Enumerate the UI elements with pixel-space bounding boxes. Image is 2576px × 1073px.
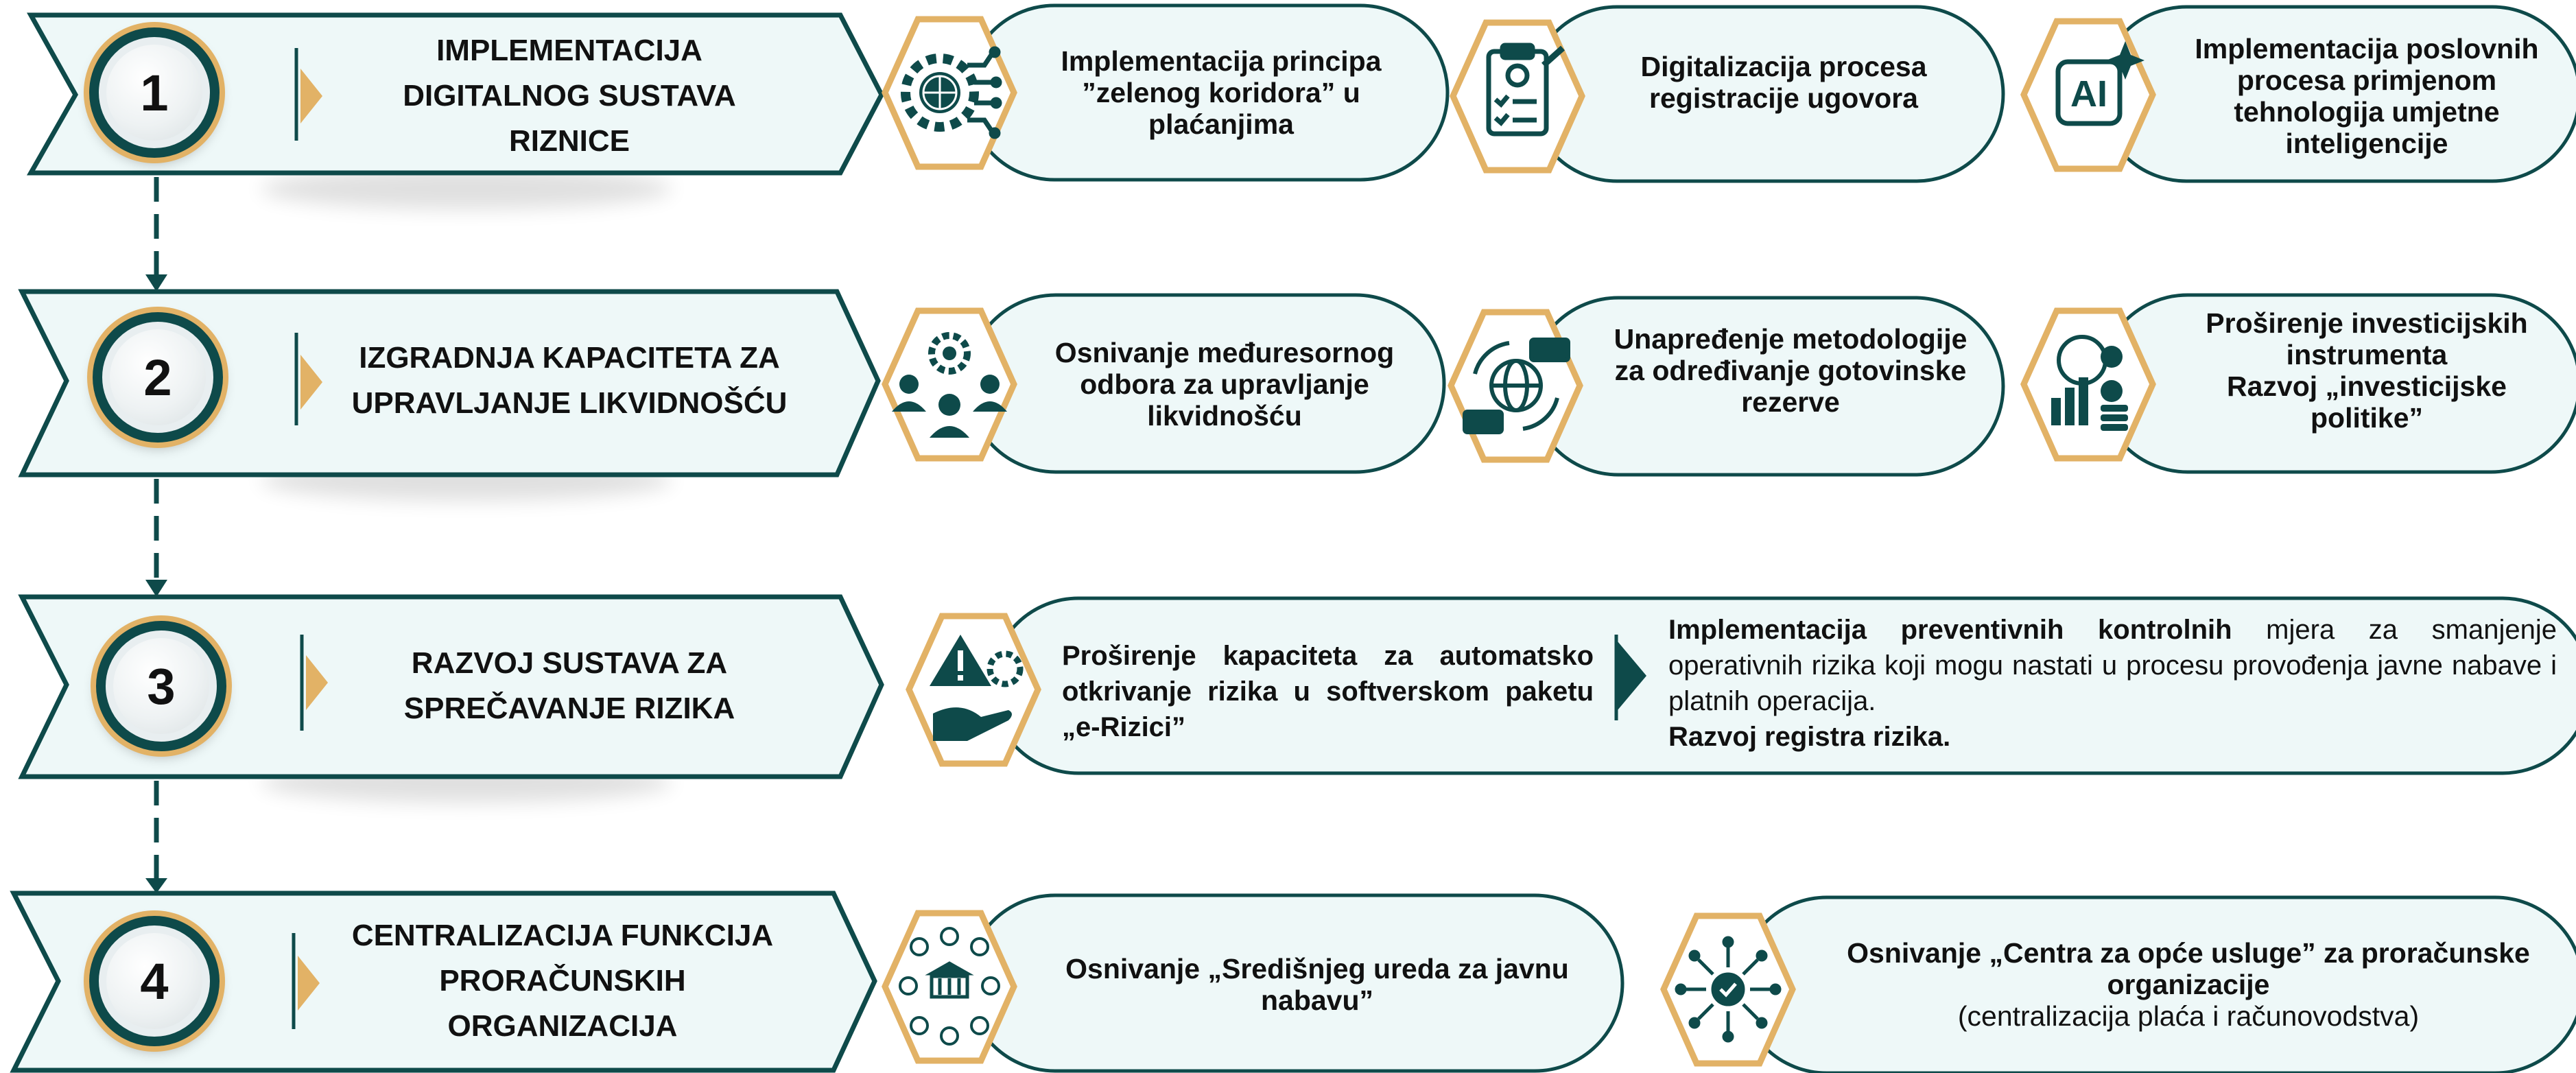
step-arrow-2 <box>18 289 881 477</box>
step-arrow-4 <box>10 891 877 1073</box>
step-arrow-3 <box>18 594 884 779</box>
step-title-1: IMPLEMENTACIJA DIGITALNOG SUSTAVA RIZNIC… <box>403 34 736 158</box>
item-1-1-text: Implementacija principa ”zelenog koridor… <box>1061 45 1382 140</box>
risk-warning-hand-icon <box>930 635 1024 741</box>
item-2-1-text: Osnivanje međuresornog odbora za upravlj… <box>1054 337 1395 432</box>
step-title-4: CENTRALIZACIJA FUNKCIJA PRORAČUNSKIH ORG… <box>351 919 774 1043</box>
clipboard-checklist-icon <box>1486 43 1565 137</box>
globe-investment-icon <box>2051 335 2128 431</box>
step-number-badge-2: 2 <box>93 312 223 443</box>
item-1-3-text: Implementacija poslovnih procesa primjen… <box>2195 33 2539 159</box>
step-title-3: RAZVOJ SUSTAVA ZA SPREČAVANJE RIZIKA <box>403 646 735 725</box>
svg-text:AI: AI <box>2070 73 2107 115</box>
item-4-2-text: Osnivanje „Centra za opće usluge” za pro… <box>1847 937 2530 1032</box>
step-number-3: 3 <box>113 638 209 734</box>
centralized-hub-icon <box>1675 936 1782 1043</box>
step-arrow-1 <box>26 12 884 176</box>
item-4-1-text: Osnivanje „Središnjeg ureda za javnu nab… <box>1065 953 1569 1016</box>
item-3-right-text: Implementacija preventivnih kontrolnih m… <box>1668 615 2557 752</box>
step-number-badge-3: 3 <box>96 621 226 751</box>
step-number-badge-4: 4 <box>89 916 220 1046</box>
gear-globe-network-icon <box>901 46 1002 139</box>
team-gear-icon <box>892 332 1007 438</box>
step-number-4: 4 <box>106 933 202 1029</box>
institution-network-icon <box>899 927 1000 1046</box>
globe-money-exchange-icon <box>1463 338 1570 434</box>
item-3-left-text: Proširenje kapaciteta za automatsko otkr… <box>1062 641 1594 742</box>
step-number-2: 2 <box>110 329 206 425</box>
step-title-2: IZGRADNJA KAPACITETA ZA UPRAVLJANJE LIKV… <box>351 341 788 420</box>
item-2-3-text: Proširenje investicijskih instrumenta Ra… <box>2206 307 2528 434</box>
item-1-2-text: Digitalizacija procesa registracije ugov… <box>1640 51 1927 114</box>
ai-chip-icon: AI <box>2055 41 2144 126</box>
item-2-2-text: Unapređenje metodologije za određivanje … <box>1614 323 1968 418</box>
step-number-badge-1: 1 <box>89 27 220 158</box>
step-number-1: 1 <box>106 45 202 141</box>
